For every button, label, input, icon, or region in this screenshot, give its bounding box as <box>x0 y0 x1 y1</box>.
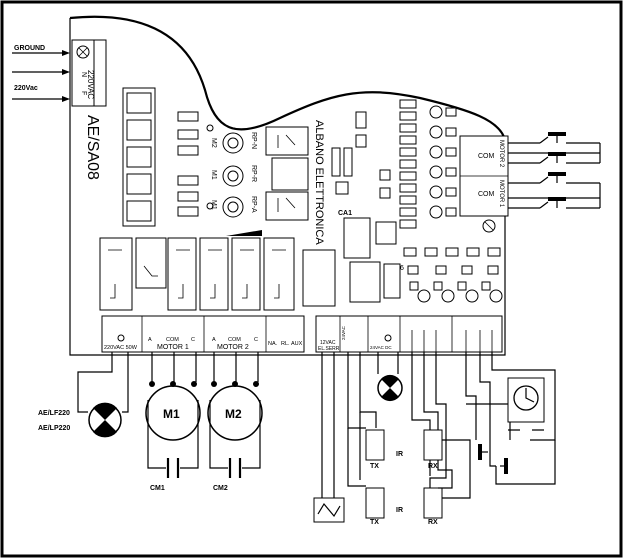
rx1-label: RX <box>428 463 438 470</box>
ca1-label: CA1 <box>338 210 352 217</box>
controller-board <box>69 15 507 356</box>
number-6-label: 6 <box>400 265 404 272</box>
photocells: TX TX IR IR RX RX <box>347 352 496 526</box>
ic-area: CA1 <box>331 111 397 259</box>
mains-terminal-label: 220VAC <box>86 70 95 99</box>
m1-terminal-a: A <box>148 337 152 343</box>
aux-na-label: NA. <box>268 341 278 347</box>
terminal-f: F <box>80 91 87 95</box>
tx2-label: TX <box>370 519 379 526</box>
motor2-terminal-label: MOTOR 2 <box>217 344 249 351</box>
trimmer-m1b-label: M1 <box>210 200 217 210</box>
rx2-label: RX <box>428 519 438 526</box>
terminal-n: N <box>80 72 87 77</box>
rp-r-label: RP-R <box>250 165 257 182</box>
serr-top-label: 12VAC <box>320 340 336 346</box>
m1-terminal-c: C <box>191 337 195 343</box>
motor-1: M1 CM1 <box>145 352 201 492</box>
com-label-1: COM <box>478 153 495 160</box>
flashing-lamp: AE/LF220 AE/LP220 <box>38 352 129 438</box>
mains-label: 220Vac <box>14 85 38 92</box>
terminal-strip: 220VAC 50W A COM C MOTOR 1 A COM C MOTOR… <box>101 315 503 353</box>
trimmers: M2 M1 M1 RP-N RP-R RP-A <box>177 111 257 218</box>
motor2-side-label: MOTOR 2 <box>498 140 504 168</box>
rp-a-label: RP-A <box>250 196 257 213</box>
ir1-label: IR <box>396 451 403 458</box>
ground-label: GROUND <box>14 45 45 52</box>
right-component-grid <box>399 99 496 233</box>
motor2-label: M2 <box>225 407 242 421</box>
pushbutton-timer <box>466 352 556 485</box>
lamp-model-2: AE/LP220 <box>38 425 70 432</box>
lamp-terminal-label: 220VAC 50W <box>104 345 138 351</box>
tx1-label: TX <box>370 463 379 470</box>
limit-switch-terminals: COM COM MOTOR 2 MOTOR 1 <box>459 132 601 217</box>
signal-lamp-24v <box>377 352 403 402</box>
middle-relays: ALBANO ELETTRONICA <box>265 120 325 245</box>
vac24dc-label: 24VAC DC <box>370 345 392 350</box>
trimmer-m1-label: M1 <box>210 170 217 180</box>
motor-2: M2 CM2 <box>207 352 263 492</box>
relay-row <box>99 230 295 311</box>
mains-input: GROUND 220Vac N F 220VAC <box>12 39 107 107</box>
electric-lock <box>313 352 345 523</box>
cap1-label: CM1 <box>150 485 165 492</box>
left-relay-column: AE/SA08 <box>84 87 156 227</box>
serr-bottom-label: EL.SERR <box>318 346 340 352</box>
m2-terminal-com: COM <box>228 337 241 343</box>
com-label-2: COM <box>478 191 495 198</box>
aux-aux-label: AUX <box>291 341 303 347</box>
m2-terminal-c: C <box>254 337 258 343</box>
trimmer-m2-label: M2 <box>210 138 217 148</box>
cap2-label: CM2 <box>213 485 228 492</box>
aux-rl-label: RL. <box>281 341 290 347</box>
rp-n-label: RP-N <box>250 132 257 149</box>
vac24-label: 24VAC <box>341 325 346 340</box>
motor1-label: M1 <box>163 407 180 421</box>
motor1-terminal-label: MOTOR 1 <box>157 344 189 351</box>
right-relay-row: 6 <box>302 247 503 307</box>
maker-label: ALBANO ELETTRONICA <box>313 120 325 245</box>
lamp-model-1: AE/LF220 <box>38 410 70 417</box>
model-label: AE/SA08 <box>84 115 101 180</box>
m1-terminal-com: COM <box>166 337 179 343</box>
m2-terminal-a: A <box>212 337 216 343</box>
ir2-label: IR <box>396 507 403 514</box>
motor1-side-label: MOTOR 1 <box>498 180 504 208</box>
